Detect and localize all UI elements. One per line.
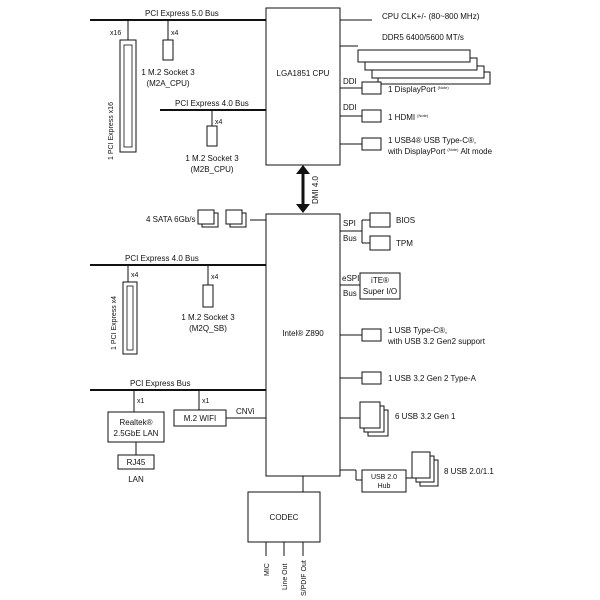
rj45-label: RJ45	[127, 458, 146, 467]
usb4-connector	[361, 137, 382, 151]
spi-bus-label: Bus	[343, 234, 357, 243]
pcie4-sb-bus-label: PCI Express 4.0 Bus	[125, 254, 199, 263]
bios-chip	[369, 212, 391, 228]
cpu-block	[265, 7, 341, 166]
cnvi-label: CNVi	[236, 407, 255, 416]
ite-label-1: iTE®	[371, 276, 389, 285]
usb-gen1-connectors	[359, 401, 389, 437]
codec-block	[247, 491, 321, 543]
dmi-label: DMI 4.0	[311, 175, 320, 204]
spdif-label: S/PDIF Out	[301, 560, 308, 596]
m2a-label-1: 1 M.2 Socket 3	[141, 68, 195, 77]
lan-lane: x1	[137, 398, 145, 405]
lan-chip-label-1: Realtek®	[119, 418, 152, 427]
typec-label-2: with USB 3.2 Gen2 support	[387, 337, 486, 346]
m2q-label-1: 1 M.2 Socket 3	[181, 313, 235, 322]
m2a-socket	[162, 39, 174, 61]
chipset-block	[265, 213, 341, 477]
usb-hub	[361, 469, 407, 493]
sata-label: 4 SATA 6Gb/s	[146, 215, 196, 224]
m2q-label-2: (M2Q_SB)	[189, 324, 227, 333]
usb2-connectors	[411, 451, 439, 487]
pcie-x16-slot-label: 1 PCI Express x16	[108, 102, 115, 160]
typec-label-1: 1 USB Type-C®,	[388, 326, 447, 335]
codec-label: CODEC	[270, 513, 299, 522]
cpu-clk-label: CPU CLK+/- (80~800 MHz)	[382, 12, 480, 21]
lineout-label: Line Out	[282, 563, 289, 590]
lan-label: LAN	[128, 475, 144, 484]
ddi-label-2: DDI	[343, 103, 357, 112]
rj45-connector	[117, 454, 155, 470]
m2b-label-2: (M2B_CPU)	[190, 165, 233, 174]
usb4-label-2: with DisplayPort(Note)Alt mode	[387, 147, 493, 156]
mic-label: MIC	[264, 563, 271, 576]
usb-gen2-connector	[361, 371, 382, 385]
spi-label: SPI	[343, 219, 356, 228]
tpm-chip	[369, 235, 391, 251]
m2q-lane: x4	[211, 274, 219, 281]
tpm-label: TPM	[396, 239, 413, 248]
wifi-lane: x1	[202, 398, 210, 405]
m2a-lane: x4	[171, 30, 179, 37]
ite-label-2: Super I/O	[363, 287, 397, 296]
cpu-label: LGA1851 CPU	[277, 69, 330, 78]
ddi-label-1: DDI	[343, 77, 357, 86]
m2b-lane: x4	[215, 119, 223, 126]
bios-label: BIOS	[396, 216, 415, 225]
m2b-socket	[206, 125, 218, 147]
lan-chip-label-2: 2.5GbE LAN	[114, 429, 159, 438]
hdmi-label: 1 HDMI(Note)	[388, 113, 429, 122]
dmi-arrow-down	[296, 204, 310, 213]
pcie-x4-slot	[122, 281, 138, 355]
usb-gen2-label: 1 USB 3.2 Gen 2 Type-A	[388, 374, 477, 383]
wifi-label: M.2 WIFI	[184, 414, 216, 423]
hub-label-2: Hub	[378, 483, 391, 490]
usb-gen1-label: 6 USB 3.2 Gen 1	[395, 412, 456, 421]
lane-x16-label: x16	[110, 30, 121, 37]
m2a-label-2: (M2A_CPU)	[146, 79, 189, 88]
pcie5-bus-label: PCI Express 5.0 Bus	[145, 9, 219, 18]
pcie-x4-lane: x4	[131, 272, 139, 279]
hub-label-1: USB 2.0	[371, 474, 397, 481]
ddr-modules	[357, 49, 491, 85]
pcie-x4-slot-label: 1 PCI Express x4	[111, 296, 118, 350]
ite-chip	[359, 272, 401, 300]
usb2-label: 8 USB 2.0/1.1	[444, 467, 494, 476]
m2q-socket	[202, 284, 214, 308]
dmi-arrow-up	[296, 165, 310, 174]
hdmi-connector	[361, 109, 382, 123]
espi-label: eSPI	[342, 274, 359, 283]
dp-connector	[361, 81, 382, 95]
dp-label: 1 DisplayPort(Note)	[388, 85, 449, 94]
sata-connectors	[197, 209, 247, 228]
pcie-x16-slot	[119, 39, 137, 153]
pcie4-cpu-bus-label: PCI Express 4.0 Bus	[175, 99, 249, 108]
espi-bus-label: Bus	[343, 289, 357, 298]
chipset-label: Intel® Z890	[282, 329, 324, 338]
typec-connector	[361, 328, 382, 342]
pcie-misc-bus-label: PCI Express Bus	[130, 379, 190, 388]
usb4-label-1: 1 USB4® USB Type-C®,	[388, 136, 476, 145]
ddr-label: DDR5 6400/5600 MT/s	[382, 33, 464, 42]
m2b-label-1: 1 M.2 Socket 3	[185, 154, 239, 163]
